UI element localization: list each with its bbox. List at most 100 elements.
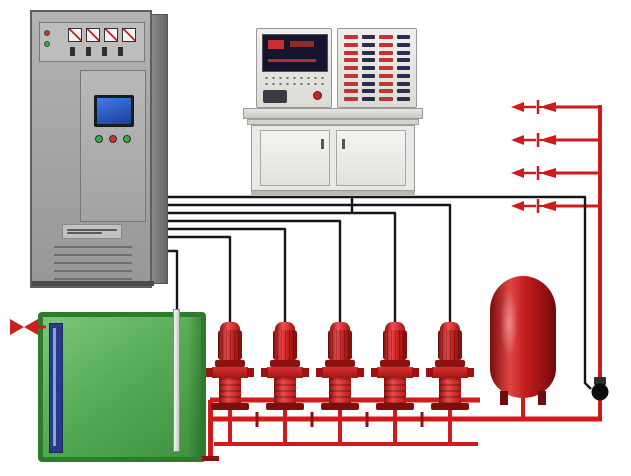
annunciator-panel (337, 28, 417, 108)
alarm-screen (262, 34, 328, 72)
pressure-tank (490, 276, 556, 405)
pump-head (267, 367, 303, 378)
screen-graphic (268, 40, 284, 49)
spray-arrow-icon (511, 135, 524, 145)
pump-base (321, 403, 359, 410)
console-desktop (243, 108, 423, 119)
hmi-display (97, 98, 131, 124)
panel-meter (122, 28, 136, 42)
pump-motor (438, 330, 462, 360)
suction-flange (426, 368, 433, 377)
cabinet-plinth (32, 281, 154, 286)
keypad (263, 90, 287, 103)
discharge-flange (247, 368, 254, 377)
instrument-strip (39, 22, 145, 62)
sprinkler-head-icon (544, 102, 556, 112)
pump-head (212, 367, 248, 378)
annunciator-cell (396, 35, 410, 39)
pump-head (432, 367, 468, 378)
pressure-switch (591, 377, 609, 401)
console-foot-strip (251, 191, 415, 195)
annunciator-cell (361, 66, 375, 70)
console-door-right (336, 130, 406, 186)
annunciator-cell (379, 42, 393, 47)
motor-stool (325, 360, 355, 367)
screen-graphic (290, 41, 314, 47)
annunciator-cell (396, 42, 410, 47)
annunciator-cell (344, 35, 358, 39)
fire-pump (316, 322, 364, 410)
indicator-light (44, 30, 50, 36)
annunciator-cell (344, 50, 358, 55)
annunciator-cell (379, 97, 393, 101)
fire-pump (261, 322, 309, 410)
cabinet-door (80, 70, 146, 222)
elbow-flange (202, 456, 219, 461)
control-cable (150, 203, 452, 325)
console-door-left (260, 130, 330, 186)
fire-pump (426, 322, 474, 410)
discharge-flange (302, 368, 309, 377)
annunciator-cell (396, 50, 410, 55)
control-cable (150, 219, 342, 325)
pump-motor (383, 330, 407, 360)
sprinkler-branch (511, 199, 602, 213)
pump-head (377, 367, 413, 378)
button-grid (263, 75, 325, 87)
annunciator-grid (344, 35, 410, 101)
annunciator-cell (361, 97, 375, 101)
annunciator-cell (344, 97, 358, 101)
suction-flange (206, 368, 213, 377)
pump-barrel (274, 378, 296, 403)
fire-pump (371, 322, 419, 410)
annunciator-cell (379, 66, 393, 70)
annunciator-cell (361, 35, 375, 39)
control-cable (150, 211, 397, 325)
switch-row (70, 47, 134, 56)
pump-motor (273, 330, 297, 360)
motor-stool (380, 360, 410, 367)
annunciator-cell (344, 66, 358, 70)
suction-flange (371, 368, 378, 377)
control-cables (150, 195, 592, 390)
annunciator-cell (379, 81, 393, 86)
annunciator-cell (361, 58, 375, 63)
sprinkler-head-icon (544, 168, 556, 178)
control-cabinet (30, 10, 168, 288)
pump-barrel (219, 378, 241, 403)
spray-arrow-icon (511, 168, 524, 178)
annunciator-cell (396, 66, 410, 70)
annunciator-cell (344, 89, 358, 94)
annunciator-cell (379, 58, 393, 63)
discharge-flange (467, 368, 474, 377)
inlet-valve (10, 319, 46, 335)
annunciator-cell (379, 89, 393, 94)
alarm-panel-left (256, 28, 332, 108)
annunciator-cell (361, 73, 375, 78)
pump-head (322, 367, 358, 378)
control-cable (150, 195, 592, 390)
screen-graphic (268, 59, 316, 62)
console-base (251, 125, 415, 191)
annunciator-cell (344, 73, 358, 78)
pump-barrel (439, 378, 461, 403)
tank-shading (187, 317, 201, 457)
pump-suction-stubs (228, 404, 452, 446)
sprinkler-branch (511, 166, 602, 180)
panel-button (95, 135, 103, 143)
annunciator-cell (396, 81, 410, 86)
cabinet-side-panel (150, 14, 168, 284)
motor-stool (270, 360, 300, 367)
motor-fan-cover (220, 322, 240, 331)
hmi-screen (94, 95, 134, 127)
meter-row (68, 28, 136, 42)
pump-motor (328, 330, 352, 360)
door-handle (321, 139, 324, 149)
operator-console (243, 26, 423, 196)
pump-base (266, 403, 304, 410)
vessel-leg (500, 391, 508, 405)
pressure-switch-cap (594, 377, 606, 385)
discharge-flange (412, 368, 419, 377)
annunciator-cell (344, 42, 358, 47)
